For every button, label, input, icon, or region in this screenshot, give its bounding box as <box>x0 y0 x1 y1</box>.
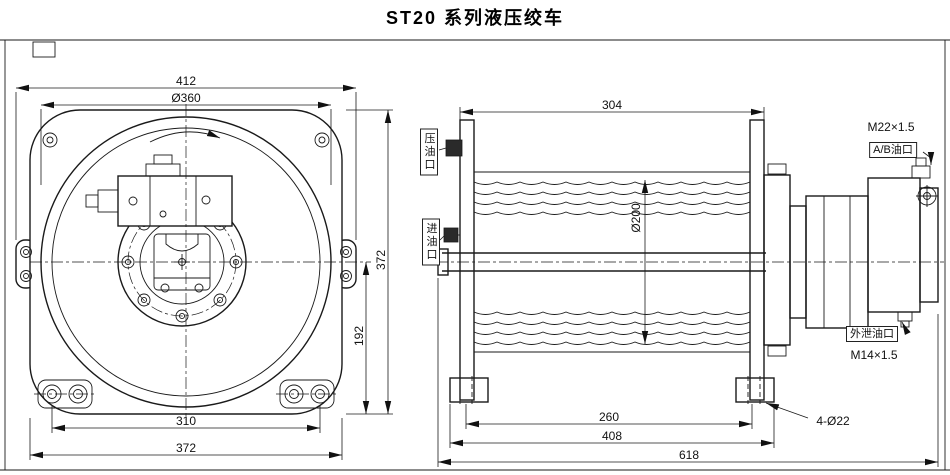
front-view-dimensions <box>15 84 393 460</box>
front-view-drawing <box>15 84 393 460</box>
dim-overall-length: 618 <box>678 448 700 462</box>
rope-coils <box>473 181 751 345</box>
ab-port-leader <box>922 151 935 165</box>
label-port-thread: M22×1.5 <box>867 120 915 134</box>
label-inlet-port: 进油口 <box>422 218 440 266</box>
dim-drum-length: 304 <box>601 98 623 112</box>
drain-leader <box>901 321 911 336</box>
side-view-drawing <box>436 107 944 467</box>
frame-border <box>0 39 950 471</box>
dim-drum-diameter-front: Ø360 <box>171 91 201 105</box>
dim-width-bottom: 372 <box>175 441 197 455</box>
port-flange-symbol <box>916 185 938 207</box>
title-block-mark <box>32 41 56 58</box>
ab-port-fitting <box>911 165 931 179</box>
dim-width-top: 412 <box>175 74 197 88</box>
label-work-port: A/B油口 <box>869 142 917 158</box>
rotation-arrow <box>149 130 221 143</box>
holes-leader <box>765 402 809 419</box>
inlet-leader <box>439 235 445 241</box>
drawing-title: ST20 系列液压绞车 <box>385 8 565 28</box>
mounting-feet-front <box>34 379 338 409</box>
brake-valve-block <box>85 154 233 227</box>
dim-bolt-spacing-side: 260 <box>598 410 620 424</box>
dim-bolt-spacing-front: 310 <box>175 414 197 428</box>
dim-height: 372 <box>374 249 388 271</box>
label-mount-holes: 4-Ø22 <box>816 414 850 428</box>
mounting-feet-side <box>449 376 775 404</box>
pressure-port-fitting <box>445 139 463 157</box>
label-drain-thread: M14×1.5 <box>850 348 898 362</box>
dim-drum-diameter-side: Ø200 <box>629 203 643 233</box>
drum-flange-right <box>749 119 765 401</box>
label-drain-port: 外泄油口 <box>846 326 898 342</box>
dim-base-length: 408 <box>601 429 623 443</box>
label-pressure-port: 压油口 <box>420 128 438 176</box>
drum-flange-left <box>459 119 475 401</box>
drain-port-fitting <box>897 311 913 322</box>
pressure-leader <box>438 147 447 151</box>
side-view-dimensions <box>437 107 939 467</box>
inlet-port-fitting <box>443 227 459 243</box>
dim-center-to-base: 192 <box>352 325 366 347</box>
